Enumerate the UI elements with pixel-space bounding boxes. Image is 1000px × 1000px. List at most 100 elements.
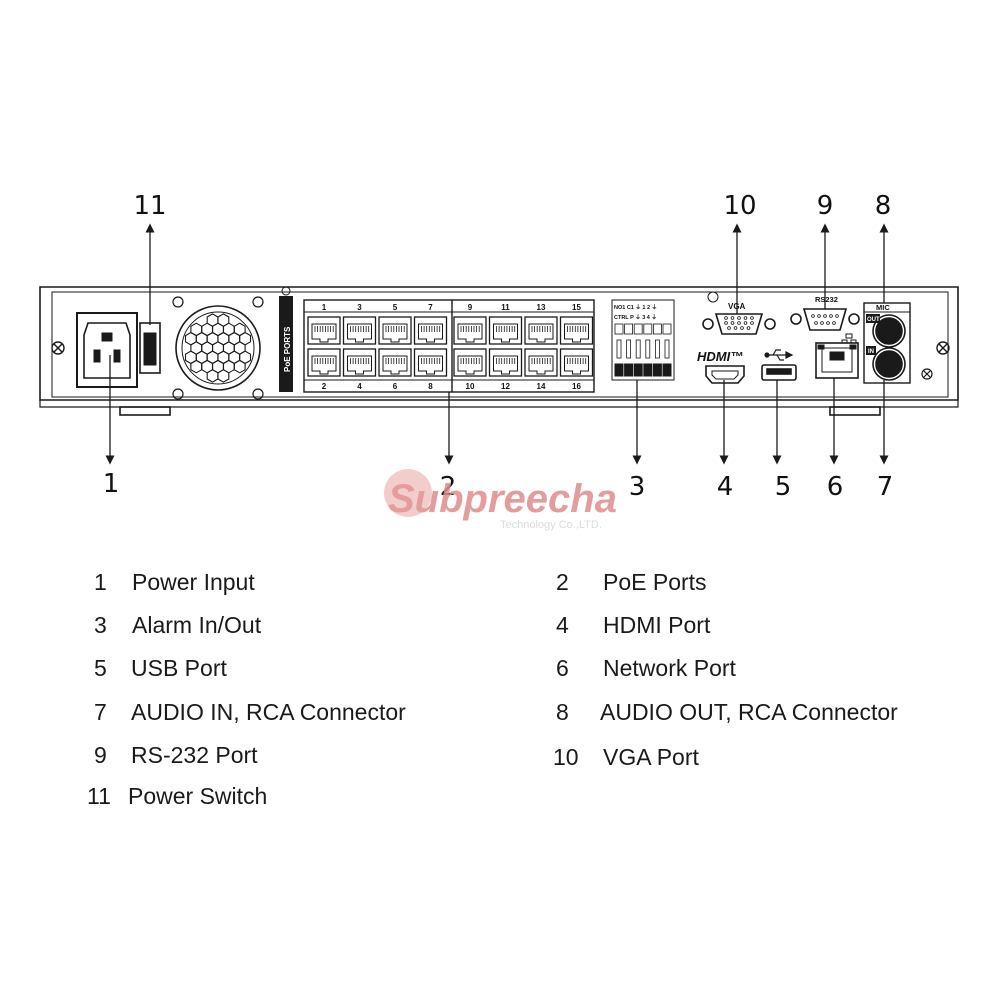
- poe-rj45-jack: [342, 348, 377, 377]
- alarm-pin-slot: [645, 339, 651, 359]
- fan-grille-cell: [217, 369, 230, 383]
- callout-11: 11: [133, 191, 166, 221]
- poe-port-number-top: 3: [357, 303, 362, 312]
- poe-port-number-top: 1: [322, 303, 327, 312]
- poe-port-block: [303, 299, 595, 393]
- rs232-label: RS232: [815, 295, 838, 304]
- poe-rj45-jack: [342, 316, 377, 345]
- poe-rj45-jack: [307, 348, 341, 377]
- vga-pin: [743, 316, 748, 320]
- alarm-pin-top: [662, 323, 672, 335]
- vga-pin: [733, 326, 738, 330]
- ground-screw: [921, 368, 933, 380]
- poe-port-number-bottom: 8: [428, 382, 433, 391]
- audio-out-rca: [872, 314, 906, 348]
- callout-4: 4: [717, 472, 734, 502]
- in-label: IN: [868, 349, 874, 355]
- vga-pin: [750, 316, 754, 320]
- alarm-row1-label: NO1 C1 ⏚ 1 2 ⏚: [614, 304, 657, 311]
- chassis: [39, 286, 959, 416]
- alarm-pin-slot: [655, 339, 660, 359]
- fan-grille-cell: [190, 359, 203, 374]
- callout-3: 3: [629, 472, 646, 502]
- poe-port-number-top: 9: [468, 303, 473, 312]
- vga-pin: [730, 321, 735, 325]
- audio-in-rca: [872, 347, 906, 381]
- vga-pin: [730, 316, 735, 320]
- vga-pin: [750, 321, 754, 325]
- alarm-pin-top: [653, 323, 662, 335]
- rs232-pin: [826, 321, 830, 325]
- callout-8: 8: [875, 191, 892, 221]
- vga-pin: [737, 316, 741, 320]
- poe-rj45-jack: [413, 316, 448, 345]
- poe-rj45-jack: [378, 316, 412, 345]
- in-label-bg: [866, 346, 876, 355]
- usb-port: [761, 364, 797, 381]
- chassis-screw-left: [51, 341, 65, 355]
- watermark-s-emblem: [384, 469, 432, 517]
- watermark-sub-text: Technology Co.,LTD.: [500, 519, 602, 531]
- poe-screw: [281, 286, 291, 296]
- callout-2: 2: [440, 472, 457, 502]
- power-switch: [139, 322, 161, 374]
- vga-port: [702, 313, 776, 335]
- poe-port-number-top: 13: [537, 303, 546, 312]
- callout-10: 10: [723, 191, 756, 221]
- poe-rj45-jack: [413, 348, 448, 377]
- poe-rj45-jack: [488, 348, 523, 377]
- leader-lines: [105, 223, 889, 465]
- poe-port-number-top: 7: [428, 303, 433, 312]
- poe-port-number-bottom: 6: [393, 382, 398, 391]
- poe-rj45-jack: [488, 316, 523, 345]
- alarm-pin-bottom: [662, 363, 672, 377]
- alarm-pin-top: [633, 323, 643, 335]
- chassis-screw-right: [936, 341, 950, 355]
- poe-rj45-jack: [524, 348, 558, 377]
- rs232-pin: [829, 314, 833, 318]
- alarm-row2-label: CTRL P ⏚ 3 4 ⏚: [614, 314, 657, 321]
- rs232-pin: [832, 321, 836, 325]
- poe-port-number-bottom: 2: [322, 382, 327, 391]
- callout-7: 7: [877, 472, 894, 502]
- alarm-pin-slot: [664, 339, 670, 359]
- poe-rj45-jack: [453, 316, 487, 345]
- poe-ports-vertical-label: PoE PORTS: [283, 326, 292, 372]
- rs232-pin: [811, 314, 815, 318]
- vga-pin: [746, 326, 751, 330]
- hdmi-port: [705, 365, 745, 384]
- vga-pin: [727, 326, 731, 330]
- alarm-pin-bottom: [643, 363, 653, 377]
- rs232-pin: [823, 314, 827, 318]
- poe-port-number-top: 15: [572, 303, 581, 312]
- alarm-pin-bottom: [633, 363, 643, 377]
- alarm-pin-top: [643, 323, 653, 335]
- audio-block: [863, 302, 911, 384]
- poe-rj45-jack: [559, 348, 594, 377]
- rs232-pin: [817, 314, 821, 318]
- poe-port-number-bottom: 16: [572, 382, 581, 391]
- alarm-pin-top: [624, 323, 633, 335]
- network-icon: [841, 333, 857, 344]
- poe-port-number-bottom: 10: [466, 382, 475, 391]
- watermark: Subpreecha Technology Co.,LTD.: [384, 469, 617, 531]
- rs232-pin: [835, 314, 839, 318]
- poe-port-number-bottom: 12: [501, 382, 510, 391]
- poe-rj45-jack: [378, 348, 412, 377]
- fan-grille-cell: [233, 359, 246, 374]
- poe-rj45-jack: [524, 316, 558, 345]
- vga-pin: [737, 321, 741, 325]
- rs232-port: [790, 308, 860, 331]
